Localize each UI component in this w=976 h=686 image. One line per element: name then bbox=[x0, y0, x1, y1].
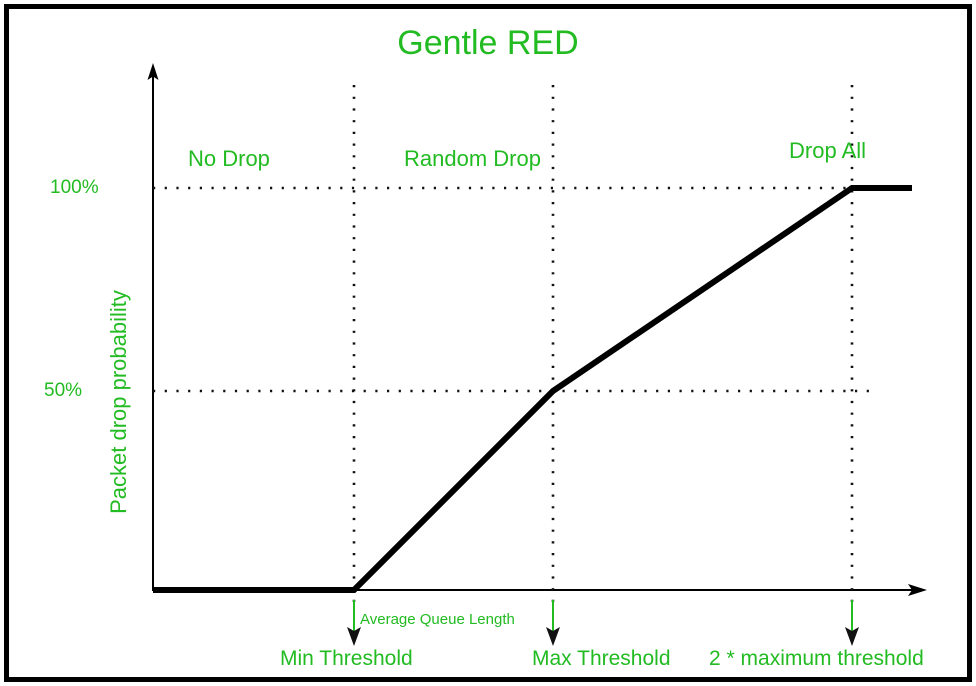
y-tick-label-50: 50% bbox=[44, 380, 83, 401]
x-tick-label-min-threshold: Min Threshold bbox=[280, 647, 413, 670]
region-label-no-drop: No Drop bbox=[188, 146, 270, 171]
chart-title: Gentle RED bbox=[397, 24, 579, 62]
region-label-random-drop: Random Drop bbox=[404, 146, 541, 171]
y-axis bbox=[147, 63, 159, 591]
x-axis-caption: Average Queue Length bbox=[360, 611, 515, 628]
x-tick-label-double-max-threshold: 2 * maximum threshold bbox=[709, 647, 924, 670]
drop-probability-curve bbox=[153, 185, 912, 593]
max-threshold-arrow bbox=[546, 600, 560, 646]
y-axis-title: Packet drop probability bbox=[106, 290, 131, 514]
x-tick-label-max-threshold: Max Threshold bbox=[532, 647, 671, 670]
min-threshold-arrow bbox=[347, 600, 361, 646]
region-label-drop-all: Drop All bbox=[789, 138, 867, 163]
y-tick-label-100: 100% bbox=[50, 177, 99, 198]
double-max-threshold-arrow bbox=[845, 600, 859, 646]
